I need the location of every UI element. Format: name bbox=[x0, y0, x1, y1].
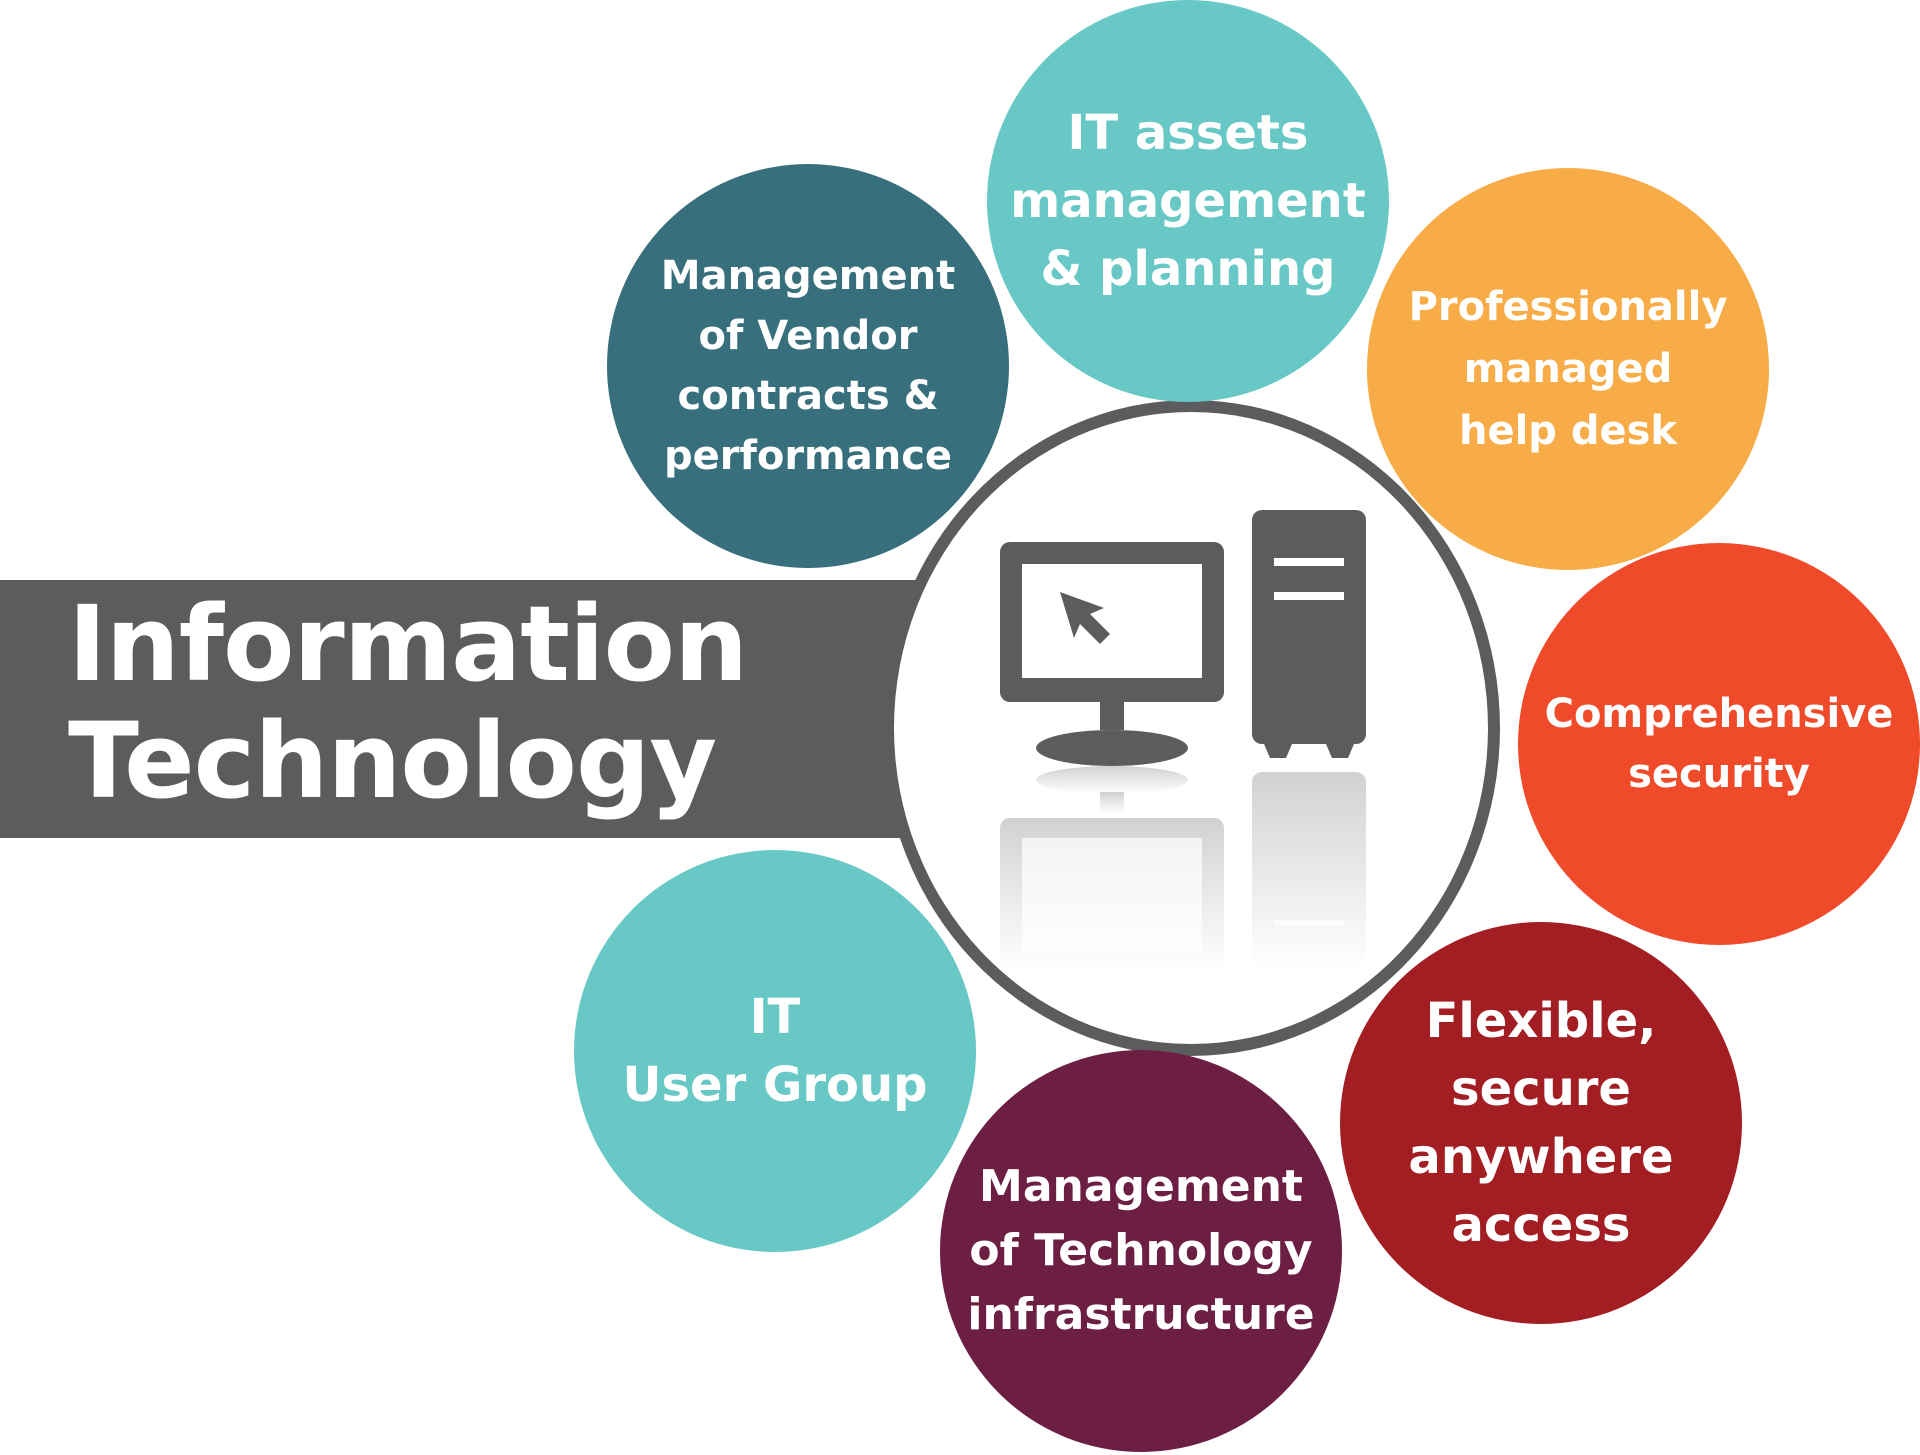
bubble-anywhere-access: Flexible, secure anywhere access bbox=[1340, 922, 1742, 1324]
bubble-it-assets: IT assets management & planning bbox=[987, 0, 1389, 402]
bubble-vendor-management: Management of Vendor contracts & perform… bbox=[607, 164, 1009, 568]
bubble-infrastructure: Management of Technology infrastructure bbox=[940, 1050, 1342, 1452]
bubble-help-desk: Professionally managed help desk bbox=[1367, 168, 1769, 570]
desktop-computer-icon bbox=[1000, 510, 1366, 968]
bubble-label: IT assets management & planning bbox=[1010, 105, 1366, 297]
bubble-security: Comprehensive security bbox=[1518, 543, 1920, 945]
diagram-title: Information Technology bbox=[68, 586, 888, 820]
bubble-label: Flexible, secure anywhere access bbox=[1408, 993, 1674, 1253]
bubble-label: IT User Group bbox=[622, 989, 928, 1113]
bubble-label: Professionally managed help desk bbox=[1408, 284, 1728, 454]
bubble-label: Management of Technology infrastructure bbox=[967, 1161, 1315, 1340]
bubble-label: Management of Vendor contracts & perform… bbox=[660, 253, 956, 479]
title-line-1: Information bbox=[68, 583, 748, 705]
cursor-arrow-icon bbox=[1060, 592, 1110, 644]
bubble-label: Comprehensive security bbox=[1544, 691, 1894, 797]
title-banner bbox=[0, 580, 960, 838]
title-line-2: Technology bbox=[68, 700, 717, 822]
bubble-user-group: IT User Group bbox=[574, 850, 976, 1252]
computer-tower-icon bbox=[1252, 510, 1366, 758]
